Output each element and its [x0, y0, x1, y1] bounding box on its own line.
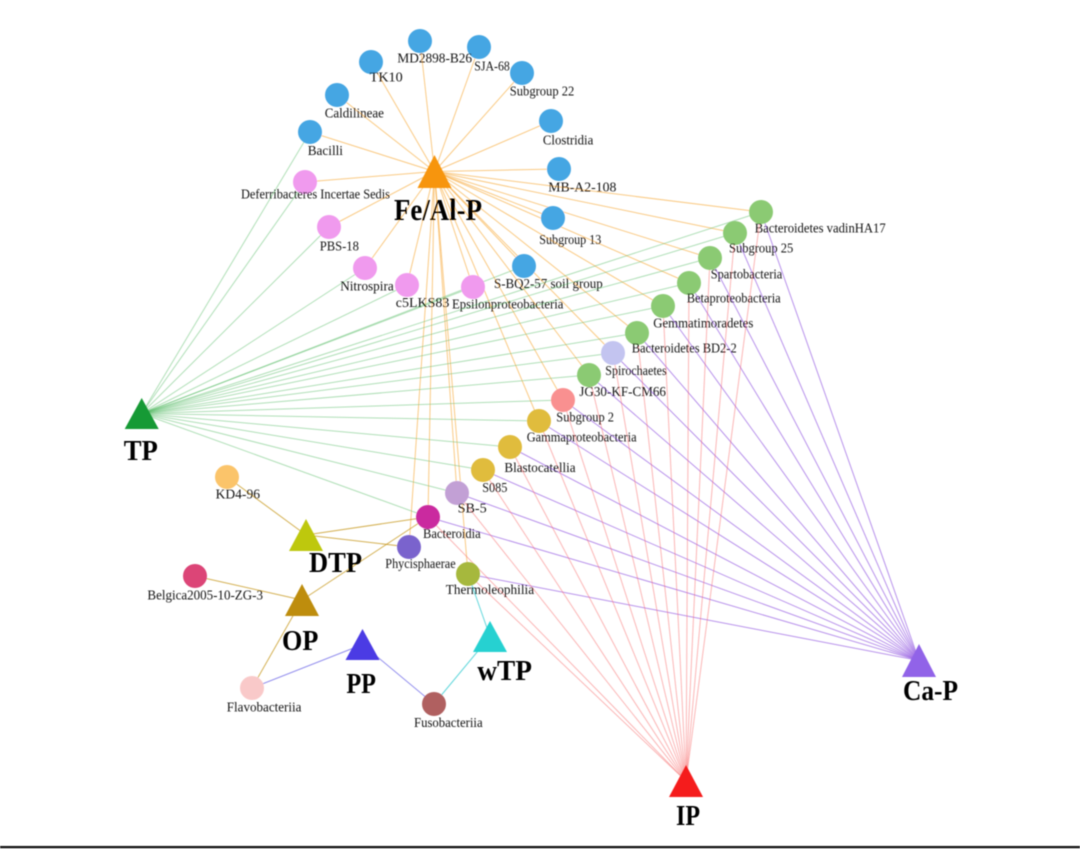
svg-text:Thermoleophilia: Thermoleophilia [446, 583, 535, 598]
svg-text:SJA-68: SJA-68 [474, 59, 510, 74]
svg-text:wTP: wTP [477, 656, 532, 687]
svg-text:c5LKS83: c5LKS83 [396, 296, 450, 311]
svg-text:PP: PP [346, 669, 376, 700]
svg-text:Epsilonproteobacteria: Epsilonproteobacteria [452, 297, 564, 312]
svg-text:OP: OP [282, 626, 318, 657]
svg-text:KD4-96: KD4-96 [216, 488, 260, 503]
svg-text:Clostridia: Clostridia [543, 133, 594, 148]
svg-text:IP: IP [676, 801, 700, 832]
svg-text:Flavobacteriia: Flavobacteriia [227, 700, 302, 715]
svg-text:Deferribacteres Incertae Sedis: Deferribacteres Incertae Sedis [241, 188, 390, 203]
svg-text:Bacteroidetes vadinHA17: Bacteroidetes vadinHA17 [755, 222, 886, 237]
svg-text:Subgroup 25: Subgroup 25 [729, 242, 793, 257]
svg-text:DTP: DTP [309, 548, 362, 579]
svg-text:Spirochaetes: Spirochaetes [605, 364, 666, 379]
svg-text:Betaproteobacteria: Betaproteobacteria [687, 292, 782, 307]
svg-text:Subgroup 2: Subgroup 2 [556, 411, 614, 426]
svg-text:Blastocatellia: Blastocatellia [504, 461, 576, 476]
svg-text:S085: S085 [482, 481, 507, 496]
svg-text:MB-A2-108: MB-A2-108 [548, 180, 616, 195]
svg-text:Caldilineae: Caldilineae [325, 107, 384, 122]
svg-text:SB-5: SB-5 [458, 502, 487, 517]
svg-text:TK10: TK10 [370, 70, 403, 85]
svg-text:Subgroup 22: Subgroup 22 [510, 85, 575, 100]
svg-text:Phycisphaerae: Phycisphaerae [385, 557, 455, 572]
svg-text:Subgroup 13: Subgroup 13 [539, 233, 601, 248]
svg-text:S-BQ2-57 soil group: S-BQ2-57 soil group [494, 277, 603, 292]
svg-text:Belgica2005-10-ZG-3: Belgica2005-10-ZG-3 [147, 588, 263, 603]
svg-text:Nitrospira: Nitrospira [340, 280, 394, 295]
svg-text:Spartobacteria: Spartobacteria [711, 267, 783, 282]
svg-text:Ca-P: Ca-P [903, 676, 958, 707]
svg-text:PBS-18: PBS-18 [320, 240, 359, 255]
svg-text:TP: TP [124, 436, 158, 467]
svg-text:Gemmatimoradetes: Gemmatimoradetes [653, 317, 753, 332]
svg-text:Fusobacteriia: Fusobacteriia [414, 716, 483, 731]
svg-text:Bacilli: Bacilli [308, 144, 343, 159]
svg-text:JG30-KF-CM66: JG30-KF-CM66 [579, 385, 666, 400]
svg-text:Fe/Al-P: Fe/Al-P [394, 192, 482, 227]
svg-text:MD2898-B26: MD2898-B26 [397, 52, 472, 67]
svg-text:Bacteroidetes BD2-2: Bacteroidetes BD2-2 [632, 342, 737, 357]
svg-text:Gammaproteobacteria: Gammaproteobacteria [527, 430, 638, 445]
svg-text:Bacteroidia: Bacteroidia [423, 527, 481, 542]
